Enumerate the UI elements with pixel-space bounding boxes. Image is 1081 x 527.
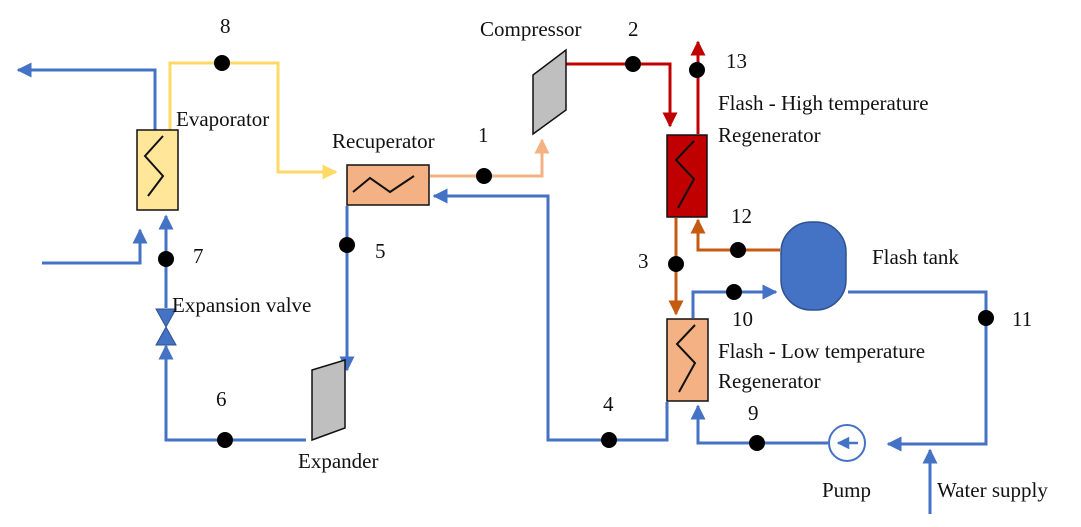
- expander: [311, 358, 346, 442]
- state-label-8: 8: [220, 14, 231, 38]
- lt-regenerator-label-line2: Regenerator: [718, 369, 821, 393]
- lt-regenerator: [666, 318, 709, 402]
- state-label-10: 10: [732, 307, 753, 331]
- pump: [828, 424, 866, 462]
- state-point-7: [158, 251, 174, 267]
- stream-1-line: [430, 138, 550, 178]
- ht-regenerator-label-line2: Regenerator: [718, 123, 821, 147]
- compressor-label: Compressor: [480, 17, 582, 41]
- expansion-valve: [155, 308, 177, 346]
- expansion-valve-label: Expansion valve: [172, 293, 311, 317]
- stream-10-line: [691, 284, 778, 318]
- heat-source-outlet-line: [16, 62, 157, 130]
- stream-11-line: [848, 290, 988, 452]
- state-point-6: [217, 432, 233, 448]
- recuperator-label: Recuperator: [332, 129, 435, 153]
- state-label-6: 6: [216, 387, 227, 411]
- state-label-1: 1: [478, 123, 489, 147]
- state-point-5: [339, 237, 355, 253]
- ht-regenerator-label-line1: Flash - High temperature: [718, 91, 929, 115]
- state-point-3: [668, 256, 684, 272]
- recuperator: [346, 164, 430, 206]
- state-point-4: [601, 432, 617, 448]
- state-point-10: [726, 284, 742, 300]
- flash-tank-label: Flash tank: [872, 245, 959, 269]
- state-label-11: 11: [1012, 307, 1032, 331]
- pump-label: Pump: [822, 478, 871, 502]
- stream-12-line: [690, 218, 780, 252]
- compressor: [532, 48, 567, 136]
- heat-source-inlet-line: [42, 228, 148, 265]
- state-label-13: 13: [726, 49, 747, 73]
- state-point-8: [214, 55, 230, 71]
- state-label-5: 5: [375, 239, 386, 263]
- state-point-13: [689, 62, 705, 78]
- stream-6-line: [158, 344, 306, 442]
- evaporator: [136, 129, 179, 211]
- expander-label: Expander: [298, 449, 378, 473]
- stream-8-line: [168, 61, 338, 180]
- ht-regenerator: [666, 134, 708, 218]
- state-label-12: 12: [731, 204, 752, 228]
- state-label-3: 3: [638, 249, 649, 273]
- flash-tank: [780, 221, 847, 311]
- state-label-9: 9: [748, 401, 759, 425]
- stream-2-line: [566, 62, 678, 128]
- state-point-11: [978, 310, 994, 326]
- state-point-1: [476, 168, 492, 184]
- stream-4-line: [432, 188, 669, 442]
- stream-9-line: [690, 404, 828, 445]
- evaporator-label: Evaporator: [176, 107, 269, 131]
- state-label-7: 7: [193, 244, 204, 268]
- lt-regenerator-label-line1: Flash - Low temperature: [718, 339, 925, 363]
- state-point-2: [625, 56, 641, 72]
- water-supply-label: Water supply: [937, 478, 1048, 502]
- state-label-2: 2: [628, 17, 639, 41]
- state-point-12: [730, 242, 746, 258]
- state-point-9: [749, 435, 765, 451]
- state-label-4: 4: [603, 392, 614, 416]
